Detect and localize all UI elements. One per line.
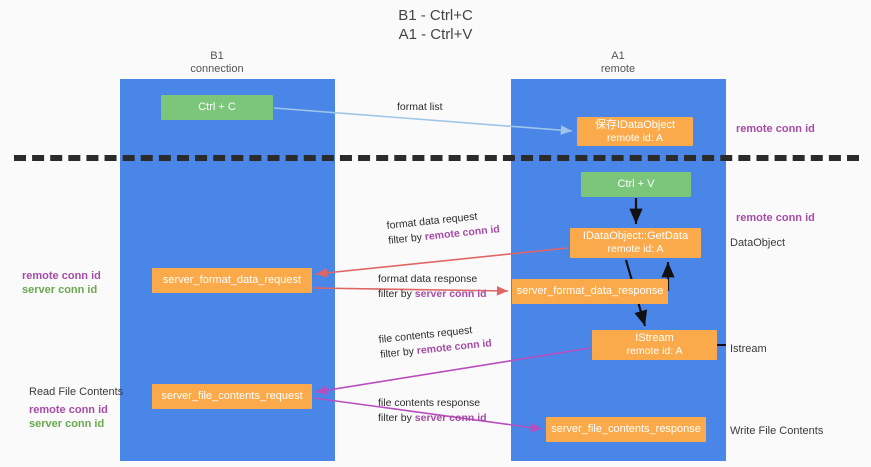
edge-label-file-contents-response: file contents response filter by server …: [378, 396, 487, 426]
node-idataobject-getdata[interactable]: IDataObject::GetData remote id: A: [570, 228, 701, 258]
node-server-format-data-request-label: server_format_data_request: [162, 274, 302, 286]
edge-label-format-data-request-filter-prefix: filter by: [387, 231, 426, 247]
node-save-idataobject[interactable]: 保存IDataObject remote id: A: [577, 117, 693, 146]
annotation-remote-conn-id-mid: remote conn id: [736, 211, 815, 225]
edge-label-file-contents-response-filter-prefix: filter by: [378, 412, 415, 424]
annotation-remote-conn-id-top: remote conn id: [736, 122, 815, 136]
edge-label-format-data-response: format data response filter by server co…: [378, 272, 487, 302]
annotation-left-mid-remote: remote conn id: [22, 270, 101, 282]
node-server-format-data-response-label: server_format_data_response: [516, 285, 664, 297]
annotation-remote-conn-id-top-text: remote conn id: [736, 123, 815, 135]
node-ctrl-v[interactable]: Ctrl + V: [581, 172, 691, 197]
title-line-2: A1 - Ctrl+V: [398, 26, 473, 43]
node-istream[interactable]: IStream remote id: A: [592, 330, 717, 360]
page-title: B1 - Ctrl+C A1 - Ctrl+V: [0, 6, 871, 44]
lane-header-a1-name: A1: [611, 50, 625, 62]
title-line-1: B1 - Ctrl+C: [398, 7, 473, 24]
annotation-remote-conn-id-mid-text: remote conn id: [736, 212, 815, 224]
edge-label-format-data-response-filter-key: server conn id: [414, 288, 487, 300]
edge-label-file-contents-response-text: file contents response: [378, 397, 481, 409]
node-save-idataobject-label: 保存IDataObject: [594, 118, 676, 131]
annotation-write-file-contents: Write File Contents: [730, 424, 823, 438]
node-server-format-data-request[interactable]: server_format_data_request: [152, 268, 312, 293]
annotation-dataobject: DataObject: [730, 236, 785, 250]
lane-header-b1-role: connection: [190, 63, 244, 75]
edge-format-list: [273, 107, 573, 135]
node-save-idataobject-sub: remote id: A: [606, 131, 664, 144]
lane-header-b1: B1 connection: [127, 50, 307, 76]
annotation-istream: Istream: [730, 342, 767, 356]
edge-format-data-request: [315, 247, 569, 278]
node-istream-sub: remote id: A: [626, 345, 683, 357]
annotation-istream-text: Istream: [730, 343, 767, 355]
node-ctrl-c[interactable]: Ctrl + C: [161, 95, 273, 120]
lane-header-a1-role: remote: [600, 63, 636, 75]
node-server-format-data-response[interactable]: server_format_data_response: [512, 279, 668, 304]
node-ctrl-c-label: Ctrl + C: [198, 101, 236, 113]
annotation-left-bot-server: server conn id: [29, 418, 105, 430]
node-istream-label: IStream: [635, 332, 674, 344]
lane-header-a1: A1 remote: [528, 50, 708, 76]
node-server-file-contents-request[interactable]: server_file_contents_request: [152, 384, 312, 409]
node-idataobject-getdata-sub: remote id: A: [607, 243, 664, 255]
annotation-left-mid-conn-ids: remote conn id server conn id: [22, 269, 101, 297]
edge-file-contents-response: [313, 397, 543, 433]
annotation-read-file-contents: Read File Contents: [29, 386, 124, 398]
edge-label-file-contents-response-filter-key: server conn id: [414, 412, 487, 424]
node-server-file-contents-response-label: server_file_contents_response: [551, 423, 701, 435]
edge-label-format-data-response-text: format data response: [378, 273, 478, 285]
node-ctrl-v-label: Ctrl + V: [617, 178, 655, 190]
edge-format-data-response: [313, 286, 509, 296]
node-server-file-contents-response[interactable]: server_file_contents_response: [546, 417, 706, 442]
annotation-left-bot-remote: remote conn id: [29, 404, 108, 416]
node-idataobject-getdata-label: IDataObject::GetData: [582, 230, 689, 242]
edge-label-format-list: format list: [397, 100, 443, 115]
annotation-write-file-contents-text: Write File Contents: [730, 425, 824, 437]
edge-label-format-list-text: format list: [397, 101, 443, 113]
annotation-left-mid-server: server conn id: [22, 284, 98, 296]
phase-separator: [14, 155, 859, 161]
edge-label-format-data-response-filter-prefix: filter by: [378, 288, 415, 300]
lane-header-b1-name: B1: [210, 50, 224, 62]
node-server-file-contents-request-label: server_file_contents_request: [161, 390, 303, 402]
annotation-dataobject-text: DataObject: [730, 237, 786, 249]
annotation-left-bottom-block: Read File Contents remote conn id server…: [29, 385, 123, 431]
edge-file-contents-request: [315, 347, 591, 395]
edge-label-file-contents-request-filter-prefix: filter by: [379, 345, 418, 361]
